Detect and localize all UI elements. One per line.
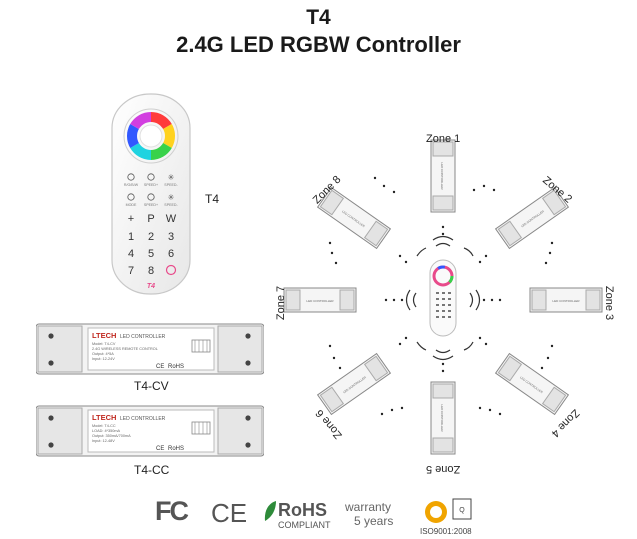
remote-row1-label-1: R/G/B/W	[124, 183, 139, 187]
remote-row1-label-2: SPEED+	[144, 183, 158, 187]
svg-text:LED CONTROLLER: LED CONTROLLER	[440, 162, 444, 190]
module-cc-spec-1: LOAD: 4*350mA	[92, 429, 121, 433]
zone-module-7: LED CONTROLLER	[283, 287, 357, 313]
rohs-text: RoHS	[278, 500, 327, 520]
warranty-years-text: 5 years	[354, 514, 394, 528]
module-cc-terminal-icon	[191, 421, 211, 435]
zone-label-3: Zone 3	[603, 285, 616, 321]
module-cc-ce: CE	[156, 446, 164, 452]
signal-waves	[405, 235, 481, 361]
svg-text:LED CONTROLLER: LED CONTROLLER	[440, 404, 444, 432]
remote-label: T4	[205, 192, 220, 206]
remote-key-2: 2	[148, 231, 154, 243]
page-title-model: T4	[306, 6, 331, 29]
leaf-icon	[264, 501, 276, 521]
module-cc-model: Model: T4-CC	[92, 424, 116, 428]
power-icon	[127, 173, 135, 181]
svg-text:Q: Q	[459, 507, 465, 514]
remote-row2-label-3: SPEED-	[164, 203, 178, 207]
star-icon: ✳	[168, 193, 175, 202]
remote-key-w: W	[166, 213, 177, 225]
module-cv-spec-2: Output: 4*5A	[92, 352, 114, 356]
module-cv-subtitle: LED CONTROLLER	[120, 334, 166, 340]
module-cv-terminal-icon	[191, 339, 211, 353]
module-cv-rohs: RoHS	[168, 364, 184, 370]
quality-icon: Q	[452, 498, 472, 520]
zone-module-5: LED CONTROLLER	[430, 381, 456, 455]
remote-key-plus: +	[128, 213, 134, 225]
warranty-text: warranty	[345, 500, 392, 514]
zone-diagram: LED CONTROLLER LED CONTROLLER LED CONTRO…	[283, 139, 603, 455]
module-cc-label: T4-CC	[134, 463, 170, 477]
page-title-product: 2.4G LED RGBW Controller	[176, 32, 461, 57]
module-cc-spec-2: Output: 350mA/700mA	[92, 434, 131, 438]
zone-label-1: Zone 1	[426, 133, 461, 145]
remote-key-4: 4	[128, 248, 134, 260]
center-remote-icon	[429, 259, 457, 337]
iso-text: ISO9001:2008	[420, 527, 472, 536]
zone-label-7: Zone 7	[275, 285, 288, 321]
fcc-logo: FC	[155, 496, 189, 526]
remote-key-8: 8	[148, 265, 154, 277]
rohs-compliant-text: COMPLIANT	[278, 520, 331, 530]
remote-power-button-icon	[165, 264, 177, 276]
module-cv-model: Model: T4-CV	[92, 342, 116, 346]
remote-brand-mark: T4	[147, 283, 155, 290]
remote-row1-label-3: SPEED-	[164, 183, 178, 187]
remote-key-6: 6	[168, 248, 174, 260]
warranty-badge: warranty 5 years	[345, 500, 411, 530]
module-cc-brand: LTECH	[92, 413, 116, 422]
module-cv-brand: LTECH	[92, 331, 116, 340]
connection-dots	[328, 176, 554, 416]
speed-icon	[147, 193, 155, 201]
timer-icon	[147, 173, 155, 181]
module-cc: LTECH LED CONTROLLER Model: T4-CC LOAD: …	[36, 405, 264, 457]
remote-key-5: 5	[148, 248, 154, 260]
remote-row2-label-2: SPEED+	[144, 203, 158, 207]
svg-text:LED CONTROLLER: LED CONTROLLER	[552, 299, 580, 303]
zone-module-1: LED CONTROLLER	[430, 139, 456, 213]
remote-key-7: 7	[128, 265, 134, 277]
module-cc-rohs: RoHS	[168, 446, 184, 452]
remote-key-3: 3	[168, 231, 174, 243]
module-cv-spec-3: Input: 12-24V	[92, 357, 115, 361]
svg-text:LED CONTROLLER: LED CONTROLLER	[306, 299, 334, 303]
sgs-icon	[425, 501, 447, 523]
module-cv-label: T4-CV	[134, 379, 169, 393]
brightness-icon: ✳	[168, 173, 175, 182]
zone-module-4: LED CONTROLLER	[494, 352, 570, 416]
remote-key-p: P	[147, 213, 154, 225]
zone-module-6: LED CONTROLLER	[316, 352, 392, 416]
ce-logo: CE	[211, 498, 248, 528]
zone-module-8: LED CONTROLLER	[316, 186, 392, 250]
remote-row2-label-1: MODE	[126, 203, 137, 207]
module-cc-subtitle: LED CONTROLLER	[120, 416, 166, 422]
module-cv-ce: CE	[156, 364, 164, 370]
module-cv: LTECH LED CONTROLLER Model: T4-CV 2.4G W…	[36, 323, 264, 375]
module-cc-spec-3: Input: 12-48V	[92, 439, 115, 443]
mode-icon	[127, 193, 135, 201]
remote-key-1: 1	[128, 231, 134, 243]
zone-module-3: LED CONTROLLER	[529, 287, 603, 313]
zone-module-2: LED CONTROLLER	[494, 186, 570, 250]
color-wheel-icon	[123, 108, 179, 164]
zone-label-5: Zone 5	[426, 463, 461, 475]
quality-logo: Q	[452, 498, 472, 525]
sgs-logo	[424, 500, 448, 529]
remote-illustration: ✳ ✳ R/G/B/W SPEED+ SPEED- MODE SPEED+ SP…	[111, 93, 191, 295]
module-cv-spec-1: 2.4G WIRELESS REMOTE CONTROL	[92, 347, 158, 351]
